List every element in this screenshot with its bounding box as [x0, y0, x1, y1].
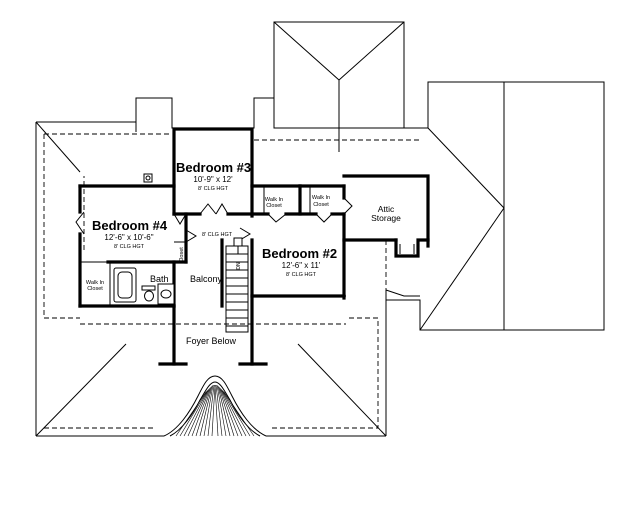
walkin-closet-b3-line1: Walk In [265, 197, 283, 203]
bedroom3-ceiling: 8' CLG HGT [198, 186, 229, 192]
bedroom3-name: Bedroom #3 [176, 160, 251, 175]
walkin-closet-b3-line2: Closet [266, 203, 282, 209]
walkin-closet-b2-line2: Closet [313, 202, 329, 208]
bath-label: Bath [150, 274, 169, 284]
roof-lines [35, 21, 605, 437]
walkin-closet-b2-line1: Walk In [312, 195, 330, 201]
closet-label: Closet [179, 247, 185, 263]
bedroom4-ceiling: 8' CLG HGT [114, 244, 145, 250]
hall-ceiling: 8' CLG HGT [202, 232, 233, 238]
bedroom4-name: Bedroom #4 [92, 218, 168, 233]
attic-line2: Storage [371, 213, 401, 223]
stair-mark: DN [236, 262, 242, 270]
entry-gable-hatch [175, 384, 255, 437]
bedroom2-name: Bedroom #2 [262, 246, 337, 261]
walkin-closet-b4-line2: Closet [87, 286, 103, 292]
bedroom2-ceiling: 8' CLG HGT [286, 272, 317, 278]
vent-icon [143, 173, 153, 183]
attic-line1: Attic [378, 204, 395, 214]
walkin-closet-b4-line1: Walk In [86, 280, 104, 286]
bedroom4-size: 12'-6" x 10'-6" [104, 233, 153, 242]
stair [225, 237, 249, 333]
doors [75, 197, 353, 243]
bath-fixtures [113, 267, 175, 305]
foyer-label: Foyer Below [186, 336, 237, 346]
eave-lines [43, 133, 420, 429]
labels: Bedroom #3 10'-9" x 12' 8' CLG HGT Bedro… [86, 160, 401, 346]
bedroom3-size: 10'-9" x 12' [193, 175, 233, 184]
bedroom2-size: 12'-6" x 11' [282, 261, 321, 270]
balcony-label: Balcony [190, 274, 223, 284]
